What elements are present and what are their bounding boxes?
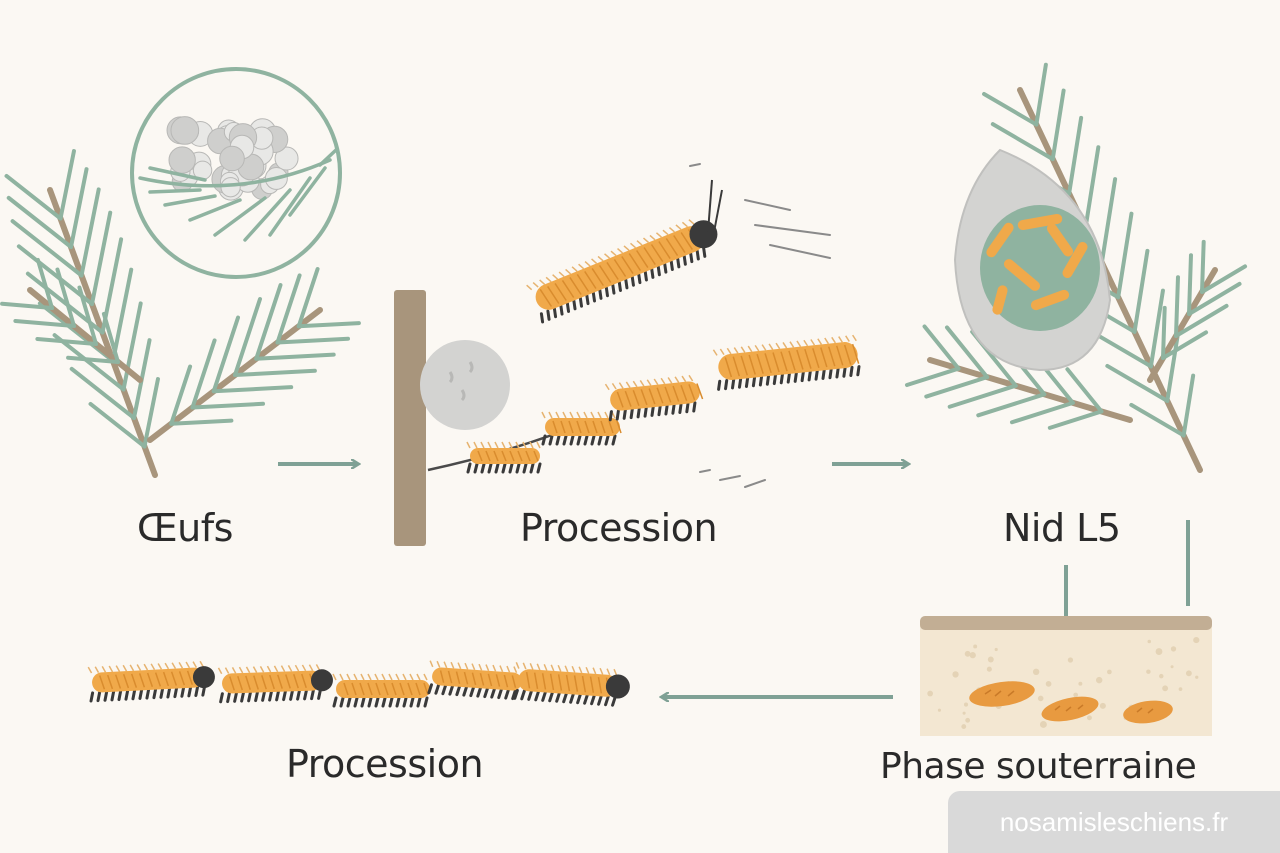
motion-lines: [690, 164, 830, 487]
trunk: [394, 290, 510, 546]
silk-nest: [955, 150, 1110, 370]
label-nest: Nid L5: [1003, 506, 1121, 550]
egg-magnifier: [132, 69, 340, 277]
procession-bottom-caterpillars: [88, 661, 631, 707]
egg-cluster: [167, 117, 298, 200]
label-procession-bottom: Procession: [286, 742, 483, 786]
label-eggs: Œufs: [137, 506, 233, 550]
label-procession-top: Procession: [520, 506, 717, 550]
watermark: nosamisleschiens.fr: [948, 791, 1280, 853]
procession-top-caterpillars: [467, 180, 860, 472]
label-underground: Phase souterraine: [880, 746, 1196, 787]
